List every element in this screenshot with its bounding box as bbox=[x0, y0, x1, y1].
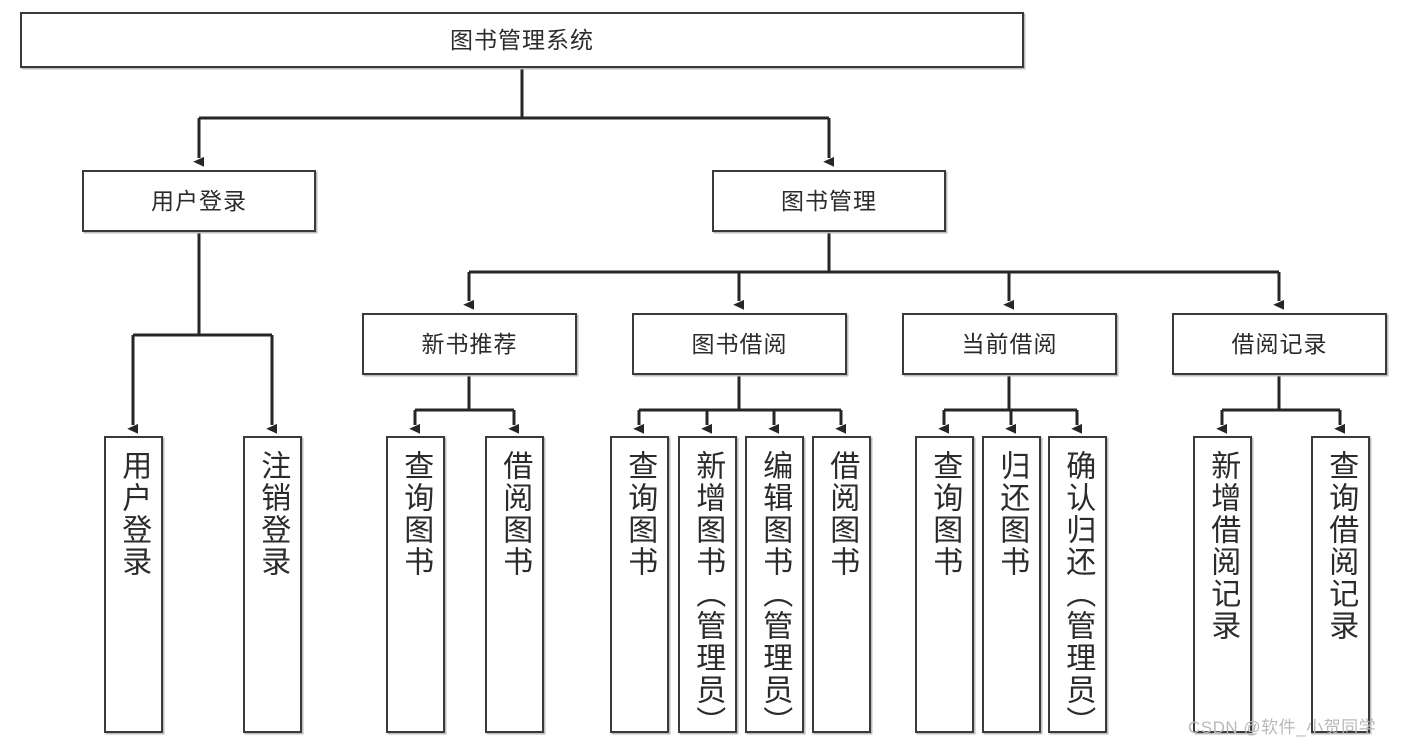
node-leaf-add-book[interactable]: 新增图书（管理员） bbox=[678, 436, 737, 738]
node-new-book-recommend[interactable]: 新书推荐 bbox=[362, 313, 577, 375]
watermark-text: CSDN @软件_小贺同学 bbox=[1188, 718, 1377, 737]
node-leaf-borrow-book-1[interactable]: 借阅图书 bbox=[485, 436, 544, 733]
node-leaf-query-book-1[interactable]: 查询图书 bbox=[386, 436, 445, 733]
node-root[interactable]: 图书管理系统 bbox=[20, 12, 1024, 68]
node-user-login-label: 用户登录 bbox=[151, 187, 247, 214]
node-leaf-user-login-label: 用户登录 bbox=[117, 450, 151, 578]
node-new-book-recommend-label: 新书推荐 bbox=[421, 330, 518, 357]
node-current-borrow-label: 当前借阅 bbox=[961, 330, 1058, 357]
node-leaf-query-book-2[interactable]: 查询图书 bbox=[610, 436, 669, 733]
node-borrow-record-label: 借阅记录 bbox=[1231, 330, 1328, 357]
node-leaf-confirm-return-label: 确认归还（管理员） bbox=[1061, 450, 1095, 738]
node-leaf-user-logout[interactable]: 注销登录 bbox=[243, 436, 302, 733]
node-leaf-query-record[interactable]: 查询借阅记录 bbox=[1311, 436, 1370, 733]
node-leaf-return-book[interactable]: 归还图书 bbox=[982, 436, 1041, 733]
node-leaf-confirm-return[interactable]: 确认归还（管理员） bbox=[1048, 436, 1107, 738]
node-root-label: 图书管理系统 bbox=[450, 26, 594, 53]
node-leaf-edit-book-label: 编辑图书（管理员） bbox=[758, 450, 792, 738]
node-book-manage-label: 图书管理 bbox=[781, 187, 877, 214]
node-leaf-query-record-label: 查询借阅记录 bbox=[1324, 450, 1358, 642]
node-leaf-query-book-2-label: 查询图书 bbox=[623, 450, 657, 578]
node-borrow-record[interactable]: 借阅记录 bbox=[1172, 313, 1387, 375]
node-book-borrow-label: 图书借阅 bbox=[691, 330, 788, 357]
node-current-borrow[interactable]: 当前借阅 bbox=[902, 313, 1117, 375]
node-leaf-borrow-book-1-label: 借阅图书 bbox=[498, 450, 532, 578]
node-leaf-borrow-book-2[interactable]: 借阅图书 bbox=[812, 436, 871, 733]
node-leaf-return-book-label: 归还图书 bbox=[995, 450, 1029, 578]
node-leaf-query-book-1-label: 查询图书 bbox=[399, 450, 433, 578]
node-leaf-user-logout-label: 注销登录 bbox=[256, 450, 290, 578]
node-book-borrow[interactable]: 图书借阅 bbox=[632, 313, 847, 375]
node-book-manage[interactable]: 图书管理 bbox=[712, 170, 946, 232]
node-leaf-borrow-book-2-label: 借阅图书 bbox=[825, 450, 859, 578]
node-leaf-query-book-3-label: 查询图书 bbox=[928, 450, 962, 578]
node-user-login[interactable]: 用户登录 bbox=[82, 170, 316, 232]
node-leaf-add-record[interactable]: 新增借阅记录 bbox=[1193, 436, 1252, 733]
node-leaf-add-book-label: 新增图书（管理员） bbox=[691, 450, 725, 738]
node-leaf-edit-book[interactable]: 编辑图书（管理员） bbox=[745, 436, 804, 738]
node-leaf-query-book-3[interactable]: 查询图书 bbox=[915, 436, 974, 733]
node-leaf-add-record-label: 新增借阅记录 bbox=[1206, 450, 1240, 642]
node-leaf-user-login[interactable]: 用户登录 bbox=[104, 436, 163, 733]
